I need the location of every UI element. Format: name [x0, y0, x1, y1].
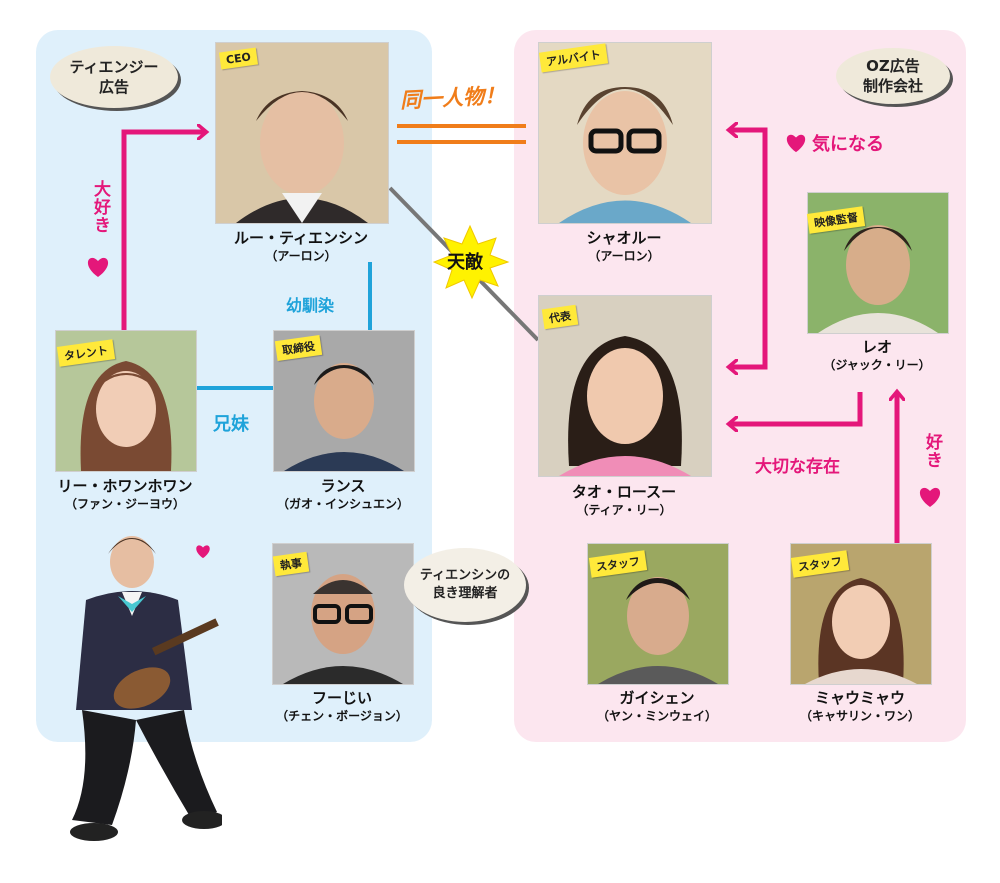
name-miaomiao: ミャウミャウ （キャサリン・ワン）	[799, 689, 920, 723]
label-likes: 好き	[922, 433, 942, 469]
ukulele-figure	[70, 536, 222, 841]
heart-icon	[786, 134, 806, 153]
name-luosu: タオ・ロースー （ティア・リー）	[571, 483, 677, 517]
label-same-person: 同一人物！	[399, 83, 506, 113]
curious-arrow	[730, 130, 768, 367]
label-important: 大切な存在	[755, 457, 840, 477]
label-loves: 大好き	[90, 180, 110, 234]
photo-lance	[273, 330, 415, 472]
name-tianxing: ルー・ティエンシン （アーロン）	[233, 229, 369, 263]
company-badge-oz: OZ広告 制作会社	[836, 48, 950, 104]
loves-arrow	[121, 132, 205, 330]
photo-miaomiao	[790, 543, 932, 685]
photo-fujii	[272, 543, 414, 685]
photo-gaishen	[587, 543, 729, 685]
star-burst-icon	[432, 224, 510, 300]
name-shaolu: シャオルー （アーロン）	[586, 229, 662, 263]
name-leo: レオ （ジャック・リー）	[823, 338, 931, 372]
label-rival: 天敵	[447, 252, 483, 273]
heart-icon	[196, 545, 210, 559]
photo-shaolu	[538, 42, 712, 224]
important-arrow	[730, 392, 863, 424]
name-huanhuan: リー・ホワンホワン （ファン・ジーヨウ）	[57, 477, 193, 511]
name-fujii: フーじい （チェン・ボージョン）	[276, 689, 408, 723]
label-childhood-friend: 幼馴染	[286, 296, 335, 315]
photo-tianxing	[215, 42, 389, 224]
label-curious: 気になる	[812, 134, 884, 155]
heart-icon	[87, 257, 109, 277]
label-siblings: 兄妹	[213, 414, 249, 435]
name-lance: ランス （ガオ・インシュエン）	[276, 477, 409, 511]
photo-huanhuan	[55, 330, 197, 472]
name-gaishen: ガイシェン （ヤン・ミンウェイ）	[596, 689, 717, 723]
heart-icon	[919, 487, 941, 507]
company-badge-tianji: ティエンジー 広告	[50, 46, 178, 108]
understanding-bubble: ティエンシンの 良き理解者	[404, 548, 526, 622]
